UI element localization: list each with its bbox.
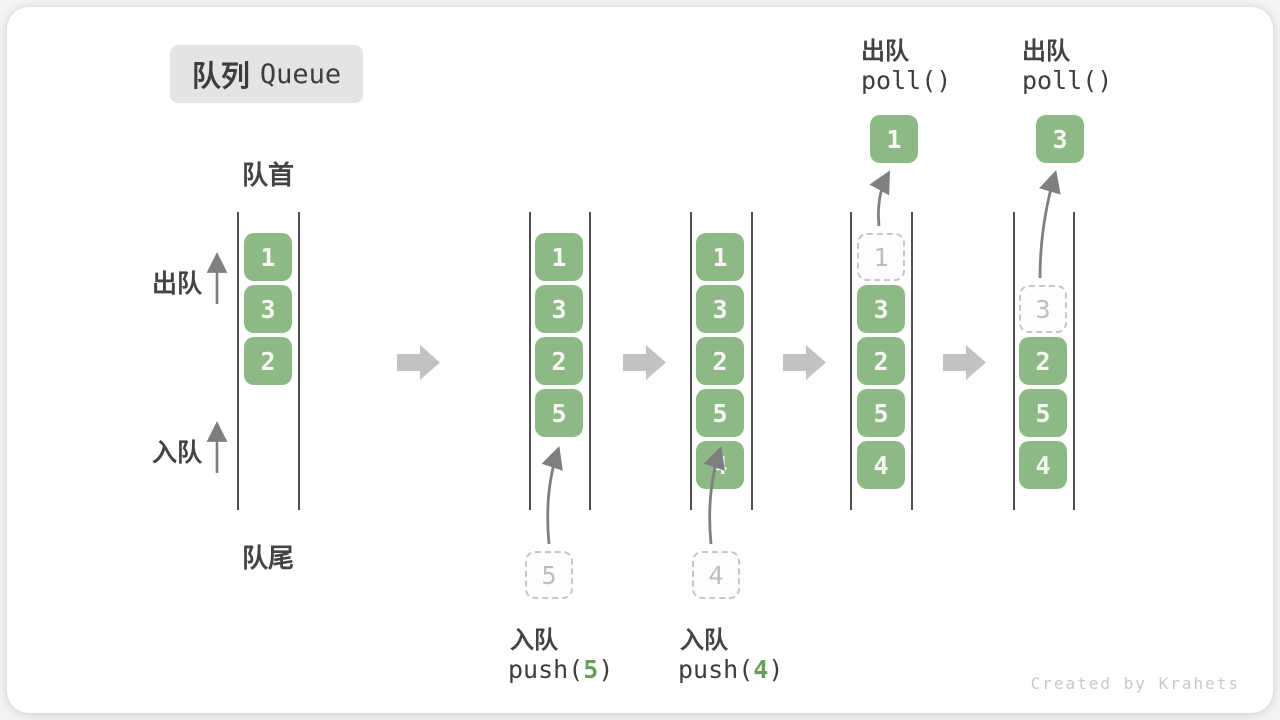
queue-cell: 5 <box>696 389 744 437</box>
queue-wall-left <box>529 212 531 510</box>
push5-title: 入队 <box>510 627 558 654</box>
queue-cell: 4 <box>857 441 905 489</box>
popped-cell: 1 <box>870 115 918 163</box>
queue-cell: 1 <box>535 233 583 281</box>
queue-cell: 3 <box>244 285 292 333</box>
queue-wall-left <box>237 212 239 510</box>
queue-cell: 5 <box>857 389 905 437</box>
queue-wall-right <box>589 212 591 510</box>
poll1-code: poll() <box>861 66 952 95</box>
title-zh: 队列 <box>191 61 250 93</box>
credit-text: Created by Krahets <box>1030 674 1240 693</box>
popped-cell: 3 <box>1036 115 1084 163</box>
push4-title: 入队 <box>680 627 728 654</box>
queue-wall-left <box>1013 212 1015 510</box>
queue-cell: 2 <box>535 337 583 385</box>
queue-cell: 4 <box>1019 441 1067 489</box>
label-enqueue: 入队 <box>152 439 203 467</box>
push4-fn-open: push( <box>678 655 754 684</box>
staging-cell: 4 <box>692 551 740 599</box>
push4-arg: 4 <box>753 655 769 684</box>
queue-cell: 5 <box>1019 389 1067 437</box>
queue-wall-right <box>298 212 300 510</box>
queue-cell: 2 <box>244 337 292 385</box>
title-en: Queue <box>259 58 342 90</box>
poll1-title: 出队 <box>861 38 909 65</box>
title-badge: 队列 Queue <box>170 45 363 103</box>
poll2-title: 出队 <box>1022 38 1070 65</box>
label-queue-rear: 队尾 <box>242 543 295 573</box>
queue-wall-left <box>850 212 852 510</box>
queue-wall-right <box>1073 212 1075 510</box>
queue-cell-removed: 1 <box>857 233 905 281</box>
label-dequeue: 出队 <box>152 270 203 298</box>
poll2-code: poll() <box>1022 66 1113 95</box>
queue-cell: 2 <box>696 337 744 385</box>
queue-cell: 3 <box>696 285 744 333</box>
queue-cell: 2 <box>857 337 905 385</box>
queue-cell: 5 <box>535 389 583 437</box>
push5-code: push(5) <box>508 655 613 684</box>
queue-cell: 3 <box>857 285 905 333</box>
push4-fn-close: ) <box>768 655 784 684</box>
staging-cell: 5 <box>525 551 573 599</box>
queue-cell: 2 <box>1019 337 1067 385</box>
label-queue-front: 队首 <box>242 160 295 190</box>
queue-wall-right <box>751 212 753 510</box>
queue-cell: 3 <box>535 285 583 333</box>
push5-arg: 5 <box>583 655 599 684</box>
queue-cell: 4 <box>696 441 744 489</box>
queue-cell: 1 <box>244 233 292 281</box>
queue-cell-removed: 3 <box>1019 285 1067 333</box>
queue-wall-left <box>690 212 692 510</box>
push5-fn-open: push( <box>508 655 584 684</box>
push5-fn-close: ) <box>598 655 614 684</box>
queue-wall-right <box>911 212 913 510</box>
push4-code: push(4) <box>678 655 783 684</box>
queue-cell: 1 <box>696 233 744 281</box>
